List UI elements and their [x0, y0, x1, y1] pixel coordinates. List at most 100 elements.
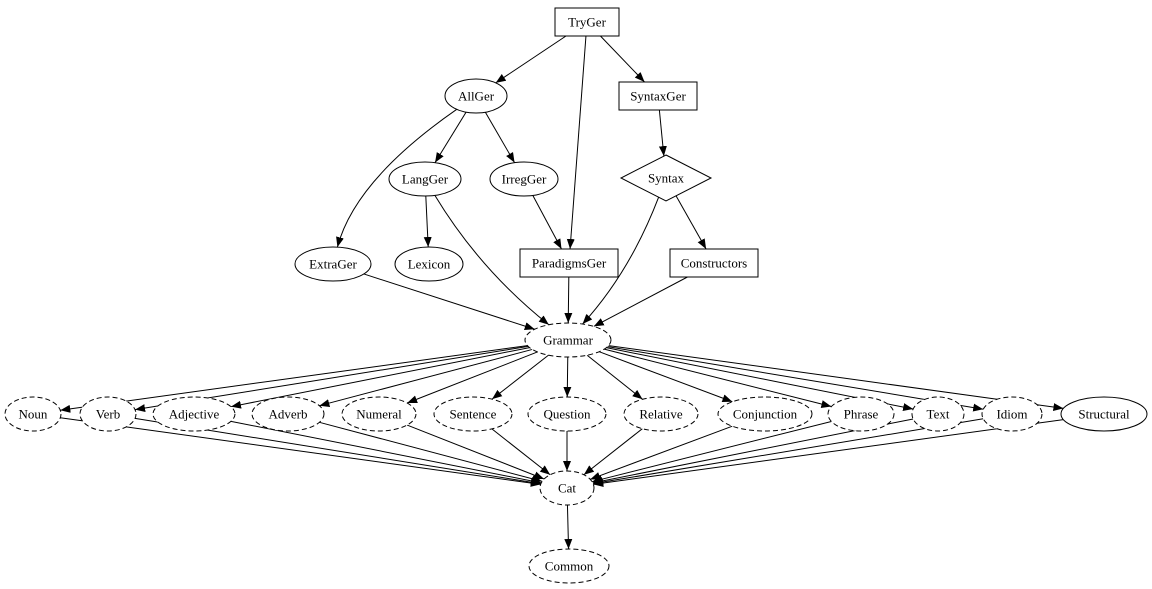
edge-allger-irregger	[484, 111, 515, 163]
node-syntaxger: SyntaxGer	[618, 81, 698, 111]
edge-adverb-cat	[319, 421, 543, 483]
node-label-verb: Verb	[96, 406, 121, 421]
edge-langger-lexicon	[423, 195, 432, 248]
node-shape-constructors	[669, 248, 759, 278]
node-label-irregger: IrregGer	[502, 171, 547, 186]
edge-conjunction-cat	[590, 425, 733, 480]
node-question: Question	[527, 396, 607, 432]
edge-grammar-relative	[586, 354, 643, 400]
node-label-constructors: Constructors	[681, 255, 747, 270]
node-label-idiom: Idiom	[996, 406, 1027, 421]
edge-idiom-cat	[593, 418, 984, 486]
node-cat: Cat	[539, 470, 595, 506]
edge-allger-extrager	[336, 108, 458, 248]
node-label-cat: Cat	[558, 480, 576, 495]
edge-irregger-paradigmsger	[532, 195, 562, 250]
edge-tryger-paradigmsger	[566, 35, 587, 250]
node-shape-idiom	[981, 396, 1043, 432]
node-shape-noun	[4, 396, 62, 432]
edge-grammar-phrase	[604, 348, 832, 408]
node-tryger: TryGer	[554, 7, 620, 37]
node-adverb: Adverb	[251, 396, 325, 432]
node-shape-structural	[1060, 396, 1148, 432]
node-shape-irregger	[489, 161, 559, 197]
node-extrager: ExtraGer	[294, 246, 372, 282]
node-shape-paradigmsger	[519, 248, 619, 278]
node-shape-phrase	[827, 396, 895, 432]
node-syntax: Syntax	[619, 154, 713, 202]
node-adjective: Adjective	[152, 396, 236, 432]
edge-noun-cat	[60, 417, 541, 487]
edge-tryger-syntaxger	[600, 35, 645, 83]
node-label-adjective: Adjective	[169, 406, 220, 421]
node-idiom: Idiom	[981, 396, 1043, 432]
node-text: Text	[911, 396, 965, 432]
node-shape-common	[528, 548, 610, 584]
edge-syntaxger-syntax	[658, 109, 667, 157]
edge-grammar-question	[563, 356, 572, 398]
edge-grammar-idiom	[607, 346, 984, 412]
node-constructors: Constructors	[669, 248, 759, 278]
node-label-numeral: Numeral	[356, 406, 402, 421]
node-shape-cat	[539, 470, 595, 506]
node-shape-text	[911, 396, 965, 432]
node-shape-numeral	[341, 396, 417, 432]
node-shape-allger	[444, 78, 508, 114]
node-sentence: Sentence	[433, 396, 513, 432]
node-label-syntax: Syntax	[648, 170, 685, 185]
node-grammar: Grammar	[524, 322, 612, 358]
edge-syntax-grammar	[582, 197, 660, 325]
node-allger: AllGer	[444, 78, 508, 114]
edge-adjective-cat	[230, 420, 542, 485]
node-shape-syntaxger	[618, 81, 698, 111]
edge-tryger-allger	[495, 35, 567, 84]
node-common: Common	[528, 548, 610, 584]
node-label-noun: Noun	[19, 406, 48, 421]
node-irregger: IrregGer	[489, 161, 559, 197]
node-structural: Structural	[1060, 396, 1148, 432]
node-lexicon: Lexicon	[394, 246, 464, 282]
node-label-common: Common	[545, 558, 594, 573]
edge-sentence-cat	[491, 428, 551, 476]
node-label-question: Question	[544, 406, 591, 421]
node-label-allger: AllGer	[458, 88, 495, 103]
edge-constructors-grammar	[593, 276, 688, 327]
node-shape-relative	[623, 396, 699, 432]
node-label-conjunction: Conjunction	[733, 406, 798, 421]
edge-grammar-adjective	[230, 347, 530, 409]
edges-layer	[60, 35, 1064, 550]
edge-phrase-cat	[591, 420, 832, 484]
node-label-structural: Structural	[1078, 406, 1130, 421]
node-shape-tryger	[554, 7, 620, 37]
edge-grammar-noun	[60, 345, 528, 413]
edge-relative-cat	[583, 428, 643, 476]
edge-numeral-cat	[406, 424, 545, 480]
node-label-adverb: Adverb	[269, 406, 308, 421]
node-label-paradigmsger: ParadigmsGer	[532, 255, 607, 270]
edge-structural-cat	[593, 419, 1064, 487]
edge-grammar-sentence	[491, 354, 549, 400]
edge-grammar-conjunction	[598, 351, 733, 403]
node-shape-langger	[388, 161, 462, 197]
node-numeral: Numeral	[341, 396, 417, 432]
node-label-grammar: Grammar	[543, 332, 593, 347]
edge-allger-langger	[434, 111, 467, 163]
node-label-relative: Relative	[639, 406, 683, 421]
node-label-sentence: Sentence	[450, 406, 497, 421]
edge-paradigmsger-grammar	[564, 276, 573, 324]
node-shape-question	[527, 396, 607, 432]
node-shape-syntax	[619, 154, 713, 202]
node-label-tryger: TryGer	[568, 14, 606, 29]
node-relative: Relative	[623, 396, 699, 432]
node-label-extrager: ExtraGer	[309, 256, 357, 271]
node-verb: Verb	[79, 396, 137, 432]
node-paradigmsger: ParadigmsGer	[519, 248, 619, 278]
node-shape-adjective	[152, 396, 236, 432]
node-shape-extrager	[294, 246, 372, 282]
node-label-langger: LangGer	[402, 171, 449, 186]
node-shape-adverb	[251, 396, 325, 432]
node-label-syntaxger: SyntaxGer	[630, 88, 686, 103]
node-shape-conjunction	[717, 396, 813, 432]
